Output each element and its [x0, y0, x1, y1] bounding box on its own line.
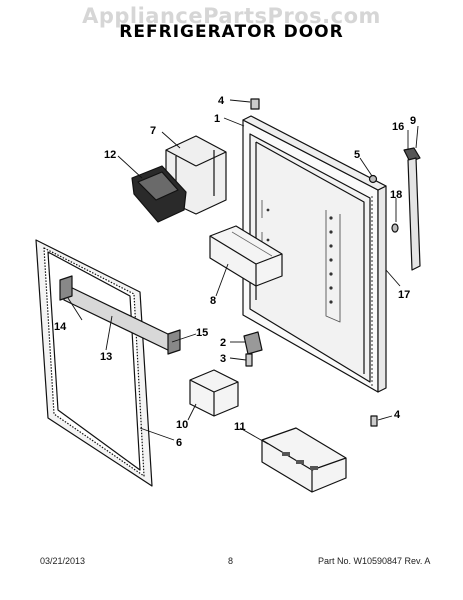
footer-date: 03/21/2013: [40, 556, 86, 566]
callout-12: 12: [104, 149, 116, 161]
callout-7: 7: [150, 125, 156, 137]
screw-4-top[interactable]: [250, 98, 260, 110]
hinge[interactable]: [403, 147, 421, 271]
callout-3: 3: [220, 353, 226, 365]
callout-4-top: 4: [218, 95, 225, 107]
leader-lines: [67, 99, 419, 445]
door-bin-lower[interactable]: [189, 369, 239, 417]
diagram-title: REFRIGERATOR DOOR: [119, 22, 344, 42]
callout-4-bottom: 4: [394, 409, 401, 421]
callout-8: 8: [210, 295, 216, 307]
callout-2: 2: [220, 337, 226, 349]
callout-17: 17: [398, 289, 410, 301]
screw-5[interactable]: [368, 174, 378, 184]
footer-part-number: Part No. W10590847 Rev. A: [318, 556, 431, 566]
screw-4-bottom[interactable]: [370, 415, 378, 427]
callout-5: 5: [354, 149, 360, 161]
door-bin-upper[interactable]: [209, 225, 283, 287]
door-shelf-bar[interactable]: [59, 275, 181, 355]
callout-15: 15: [196, 327, 208, 339]
callout-16: 16: [392, 121, 404, 133]
footer-page-number: 8: [228, 556, 234, 566]
callout-6: 6: [176, 437, 182, 449]
screw-18[interactable]: [391, 223, 399, 233]
callout-10: 10: [176, 419, 188, 431]
callout-18: 18: [390, 189, 402, 201]
callout-14: 14: [54, 321, 67, 333]
callout-1: 1: [214, 113, 220, 125]
door-liner[interactable]: [242, 115, 387, 393]
bracket-2-3[interactable]: [243, 331, 263, 367]
watermark: AppliancePartsPros.com: [82, 4, 381, 28]
callout-11: 11: [234, 421, 246, 433]
dairy-door[interactable]: [131, 165, 187, 223]
callout-13: 13: [100, 351, 112, 363]
callout-9: 9: [410, 115, 416, 127]
door-bin-bottom[interactable]: [261, 427, 347, 493]
door-gasket[interactable]: [35, 239, 153, 487]
